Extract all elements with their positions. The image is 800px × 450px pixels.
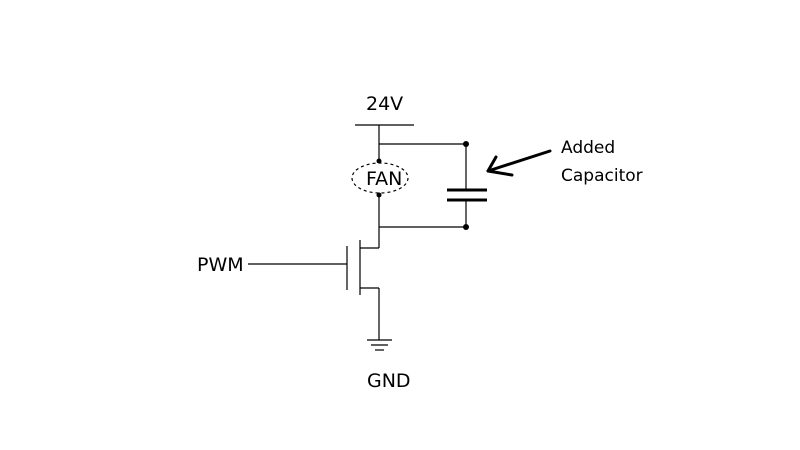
- fan-top-terminal: [376, 158, 382, 164]
- annotation-line-2: Capacitor: [561, 166, 643, 186]
- ground-symbol: [367, 339, 392, 351]
- supply-voltage-label: 24V: [366, 93, 403, 115]
- annotation-line-1: Added: [561, 138, 615, 158]
- gnd-label: GND: [367, 370, 411, 392]
- pwm-label: PWM: [197, 254, 244, 276]
- pointer-arrow-icon: [486, 149, 552, 177]
- fan-symbol: [351, 162, 409, 194]
- fan-label: FAN: [366, 168, 402, 190]
